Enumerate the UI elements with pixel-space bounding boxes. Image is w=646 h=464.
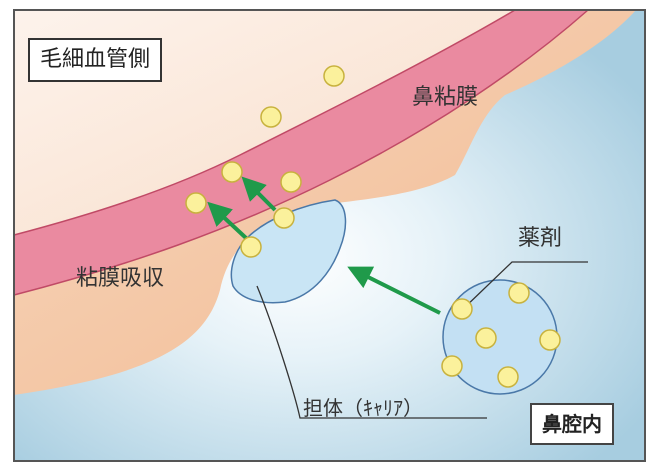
drug-particle bbox=[241, 237, 261, 257]
drug-particle bbox=[261, 107, 281, 127]
drug-particle bbox=[222, 162, 242, 182]
drug-particle bbox=[452, 299, 472, 319]
drug-particle bbox=[281, 172, 301, 192]
drug-particle bbox=[509, 283, 529, 303]
capillary-side-label: 毛細血管側 bbox=[28, 38, 162, 82]
carrier-label: 担体（ｷｬﾘｱ） bbox=[303, 398, 423, 418]
mucosal-absorption-label: 粘膜吸収 bbox=[76, 268, 164, 290]
drug-particle bbox=[274, 208, 294, 228]
drug-particle bbox=[324, 66, 344, 86]
drug-particle bbox=[498, 367, 518, 387]
nasal-mucosa-label: 鼻粘膜 bbox=[412, 87, 478, 109]
drug-particle bbox=[442, 356, 462, 376]
drug-label: 薬剤 bbox=[518, 228, 562, 250]
drug-particle bbox=[186, 193, 206, 213]
drug-particle bbox=[476, 328, 496, 348]
nasal-cavity-label: 鼻腔内 bbox=[530, 403, 614, 445]
drug-particle bbox=[540, 330, 560, 350]
